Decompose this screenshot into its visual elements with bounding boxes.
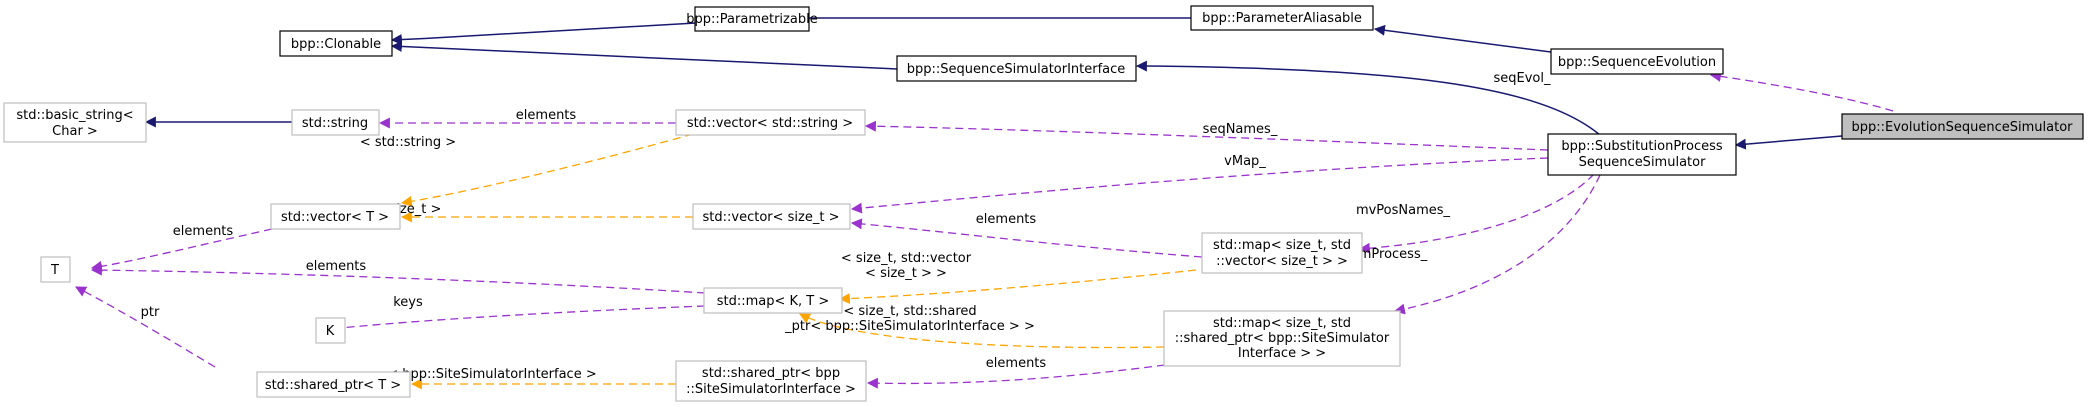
node-map-K-T[interactable]: std::map< K, T > bbox=[703, 287, 843, 314]
edge-label: elements bbox=[173, 224, 234, 239]
node-K[interactable]: K bbox=[315, 317, 346, 344]
edge-label: seqNames_ bbox=[1203, 122, 1278, 137]
edge-label: seqEvol_ bbox=[1494, 71, 1551, 86]
node-vector-T[interactable]: std::vector< T > bbox=[270, 203, 401, 230]
edge-label: elements bbox=[516, 108, 577, 123]
edge-sharedptrT-T: ptr bbox=[75, 286, 216, 368]
svg-text:T: T bbox=[50, 263, 59, 278]
node-sequence-simulator-interface[interactable]: bpp::SequenceSimulatorInterface bbox=[896, 55, 1137, 82]
svg-text:std::basic_string<: std::basic_string< bbox=[16, 108, 133, 123]
node-parameter-aliasable[interactable]: bpp::ParameterAliasable bbox=[1190, 5, 1374, 31]
edge-vectorstring-vectorT: < std::string > bbox=[360, 133, 694, 207]
svg-text:bpp::Clonable: bpp::Clonable bbox=[291, 37, 381, 52]
node-sequence-evolution[interactable]: bpp::SequenceEvolution bbox=[1550, 48, 1724, 75]
edge-mapKT-K: keys bbox=[328, 295, 706, 334]
edge-label: < bpp::SiteSimulatorInterface > bbox=[387, 367, 596, 382]
edge-mapsizevector-mapKT: < size_t, std::vector < size_t > > bbox=[838, 251, 1197, 305]
node-shared-ptr-site[interactable]: std::shared_ptr< bpp ::SiteSimulatorInte… bbox=[675, 360, 867, 402]
svg-text:std::vector< T >: std::vector< T > bbox=[281, 210, 389, 225]
edge-evolseqsim-substproc bbox=[1734, 135, 1843, 150]
svg-text:Char >: Char > bbox=[52, 124, 98, 139]
edge-mapsizesharedptr-mapKT: < size_t, std::shared _ptr< bpp::SiteSim… bbox=[784, 304, 1165, 349]
svg-text:bpp::EvolutionSequenceSimulato: bpp::EvolutionSequenceSimulator bbox=[1852, 120, 2074, 135]
edge-vectorT-T: elements bbox=[90, 224, 273, 272]
node-substitution-process-sequence-simulator[interactable]: bpp::SubstitutionProcess SequenceSimulat… bbox=[1547, 133, 1737, 176]
nodes: bpp::Clonable bpp::Parametrizable bpp::P… bbox=[3, 5, 2084, 402]
svg-text:bpp::ParameterAliasable: bpp::ParameterAliasable bbox=[1202, 11, 1362, 26]
node-T[interactable]: T bbox=[40, 256, 71, 283]
node-vector-size-t[interactable]: std::vector< size_t > bbox=[692, 203, 851, 230]
node-vector-string[interactable]: std::vector< std::string > bbox=[675, 109, 866, 136]
svg-text:::vector< size_t > >: ::vector< size_t > > bbox=[1216, 254, 1348, 269]
edge-label: < std::string > bbox=[360, 135, 456, 150]
svg-text:SequenceSimulator: SequenceSimulator bbox=[1579, 155, 1707, 170]
edge-mapKT-T: elements bbox=[90, 259, 706, 294]
svg-text:Interface > >: Interface > > bbox=[1238, 346, 1326, 361]
edge-label: elements bbox=[986, 356, 1047, 371]
edge-parametrizable-clonable bbox=[390, 22, 697, 46]
node-evolution-sequence-simulator[interactable]: bpp::EvolutionSequenceSimulator bbox=[1841, 113, 2084, 140]
svg-text:std::vector< size_t >: std::vector< size_t > bbox=[703, 210, 840, 225]
edge-substproc-vectorsizet: vMap_ bbox=[850, 154, 1549, 214]
edge-label: mvPosNames_ bbox=[1356, 203, 1451, 218]
node-map-size-vector[interactable]: std::map< size_t, std ::vector< size_t >… bbox=[1201, 232, 1363, 274]
edge-vectorsizet-vectorT: < size_t > bbox=[375, 202, 693, 223]
svg-text:K: K bbox=[326, 324, 335, 339]
edge-substproc-mapsizevector: mvPosNames_ bbox=[1356, 173, 1595, 254]
node-std-string[interactable]: std::string bbox=[291, 109, 380, 136]
node-basic-string[interactable]: std::basic_string< Char > bbox=[3, 102, 147, 143]
edge-substproc-vectorstring: seqNames_ bbox=[864, 120, 1549, 151]
svg-text:bpp::SequenceEvolution: bpp::SequenceEvolution bbox=[1558, 55, 1716, 70]
edge-label: _ptr< bpp::SiteSimulatorInterface > > bbox=[784, 319, 1035, 334]
svg-text:std::shared_ptr< bpp: std::shared_ptr< bpp bbox=[702, 366, 840, 381]
svg-text:std::vector< std::string >: std::vector< std::string > bbox=[687, 116, 853, 131]
edge-label: < size_t > > bbox=[865, 266, 947, 281]
node-shared-ptr-T[interactable]: std::shared_ptr< T > bbox=[256, 371, 411, 398]
svg-text:std::map< size_t, std: std::map< size_t, std bbox=[1213, 316, 1351, 331]
edge-label: ptr bbox=[141, 305, 160, 320]
svg-text:std::map< size_t, std: std::map< size_t, std bbox=[1213, 238, 1351, 253]
svg-text:bpp::SubstitutionProcess: bpp::SubstitutionProcess bbox=[1561, 139, 1723, 154]
svg-text:bpp::Parametrizable: bpp::Parametrizable bbox=[686, 12, 817, 27]
node-parametrizable[interactable]: bpp::Parametrizable bbox=[686, 6, 818, 32]
edge-label: mProcess_ bbox=[1359, 247, 1428, 262]
edge-label: vMap_ bbox=[1224, 154, 1266, 169]
svg-text:std::shared_ptr< T >: std::shared_ptr< T > bbox=[265, 378, 401, 393]
edge-label: elements bbox=[976, 212, 1037, 227]
svg-text:std::string: std::string bbox=[302, 116, 368, 131]
edge-seqevolution-paramaliasable bbox=[1373, 24, 1552, 53]
edge-substproc-mapsizesharedptr: mProcess_ bbox=[1359, 174, 1601, 315]
edge-label: elements bbox=[306, 259, 367, 274]
edge-mapsizevector-vectorsizet: elements bbox=[850, 212, 1203, 258]
edge-sharedptrsite-sharedptrT: < bpp::SiteSimulatorInterface > bbox=[387, 367, 676, 390]
edge-label: < size_t, std::vector bbox=[841, 251, 972, 266]
edge-substproc-seqsiminterface bbox=[1135, 60, 1601, 136]
svg-text:std::map< K, T >: std::map< K, T > bbox=[717, 294, 830, 309]
edge-label: keys bbox=[393, 295, 423, 310]
edge-mapsizesharedptr-sharedptrsite: elements bbox=[866, 356, 1166, 389]
edge-label: < size_t, std::shared bbox=[843, 304, 976, 319]
edge-evolseqsim-seqevolution: seqEvol_ bbox=[1494, 70, 1894, 112]
svg-text:::SiteSimulatorInterface >: ::SiteSimulatorInterface > bbox=[686, 382, 856, 397]
svg-text:::shared_ptr< bpp::SiteSimulat: ::shared_ptr< bpp::SiteSimulator bbox=[1175, 331, 1390, 346]
edge-vectorstring-stdstring: elements bbox=[378, 108, 676, 129]
edge-seqsiminterface-clonable bbox=[390, 40, 898, 70]
node-map-size-sharedptr[interactable]: std::map< size_t, std ::shared_ptr< bpp:… bbox=[1163, 310, 1401, 367]
node-clonable[interactable]: bpp::Clonable bbox=[279, 30, 393, 57]
svg-text:bpp::SequenceSimulatorInterfac: bpp::SequenceSimulatorInterface bbox=[907, 62, 1126, 77]
